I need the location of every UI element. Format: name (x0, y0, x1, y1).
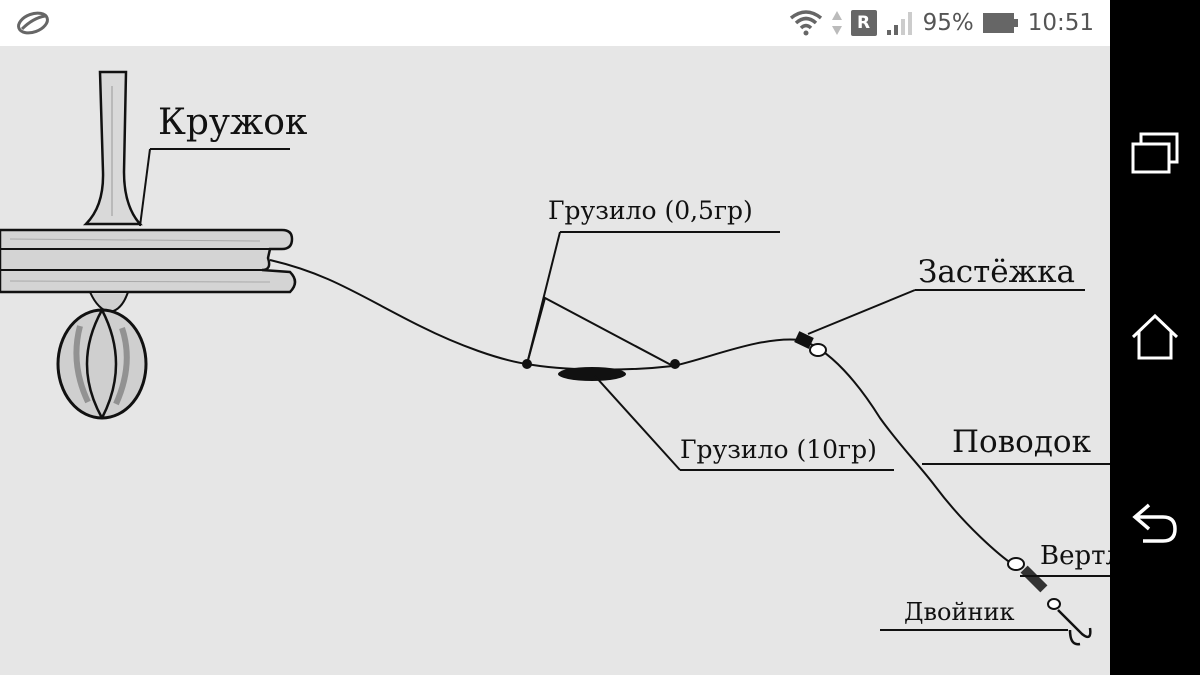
clock: 10:51 (1027, 10, 1094, 36)
float-bottom-ball (56, 291, 148, 420)
wifi-icon (789, 10, 822, 36)
small-sinker-loop (526, 296, 674, 367)
double-hook (1057, 609, 1092, 646)
data-arrows-icon (831, 11, 842, 35)
battery-percent: 95% (922, 10, 974, 36)
float-disc (0, 228, 297, 294)
status-bar: R 95% 10:51 (0, 0, 1110, 46)
label-sinker-small: Грузило (0,5гр) (548, 196, 753, 225)
main-line (269, 259, 1016, 567)
roaming-icon: R (850, 10, 877, 36)
battery-icon (982, 13, 1018, 33)
small-sinker-right (670, 359, 680, 369)
navigation-bar (1110, 0, 1200, 675)
clasp (794, 331, 827, 357)
recent-apps-button[interactable] (1110, 108, 1200, 198)
fishing-rig-diagram: Кружок Грузило (0,5гр) Грузило (10гр) За… (0, 70, 1110, 646)
label-leader: Поводок (952, 424, 1091, 460)
signal-icon (886, 12, 912, 35)
swivel (1007, 557, 1061, 610)
home-button[interactable] (1110, 292, 1200, 382)
recent-apps-icon (1131, 132, 1179, 174)
back-button[interactable] (1110, 478, 1200, 568)
content-area: Кружок Грузило (0,5гр) Грузило (10гр) За… (0, 46, 1110, 675)
app-logo-icon (17, 11, 49, 35)
label-float: Кружок (158, 102, 308, 143)
float-mast (82, 70, 143, 226)
label-hook: Двойник (904, 598, 1014, 626)
label-swivel: Вертл (1040, 541, 1110, 571)
label-clasp: Застёжка (918, 254, 1075, 290)
home-icon (1131, 313, 1179, 360)
big-sinker (558, 367, 626, 381)
back-icon (1132, 503, 1177, 543)
label-sinker-big: Грузило (10гр) (680, 435, 877, 464)
